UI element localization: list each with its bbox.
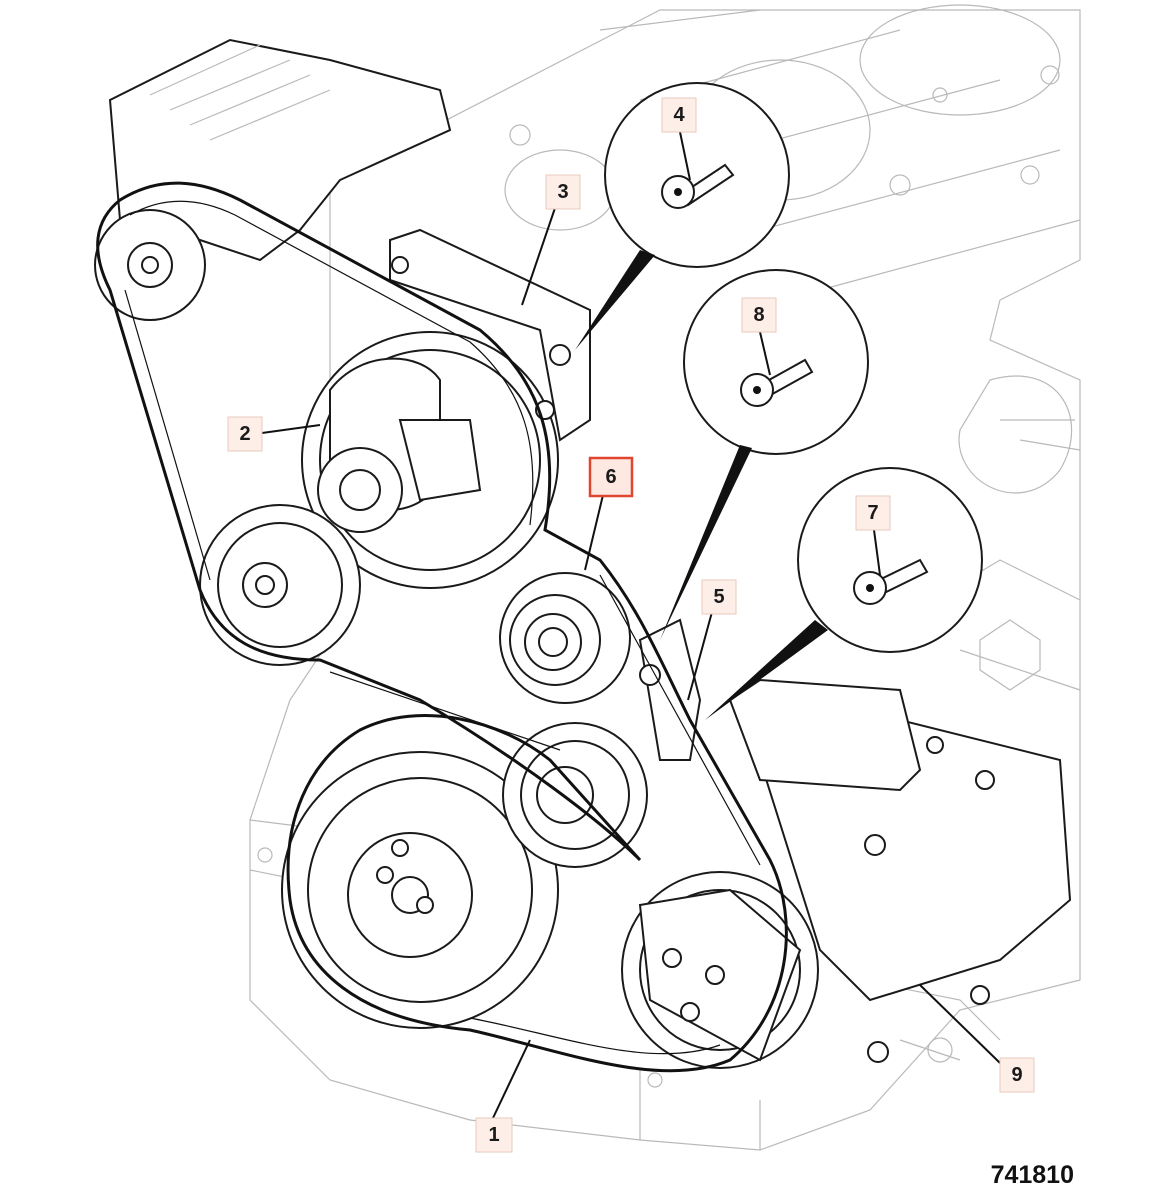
callout-box [701,579,737,615]
callout-box [999,1057,1035,1093]
water-pump-pulley [301,331,559,589]
callout-box-selected [588,456,634,498]
callout-label: 7 [867,502,878,524]
tensioner-pulley [499,572,631,704]
callout-5[interactable]: 5 [701,579,737,615]
leader-lines [261,131,1001,1119]
callout-4[interactable]: 4 [661,97,697,133]
engine-block-background [249,4,1081,1151]
callout-label: 8 [753,304,764,326]
callout-2[interactable]: 2 [227,416,263,452]
callout-6[interactable]: 6 [588,456,634,498]
left-pulley [199,504,361,666]
callout-label: 9 [1011,1064,1022,1086]
callout-7[interactable]: 7 [855,495,891,531]
callout-box [475,1117,513,1153]
callout-box [227,416,263,452]
crankshaft-pulley [281,751,559,1029]
callout-box [741,297,777,333]
bolt-icon [661,163,735,209]
callout-1[interactable]: 1 [475,1117,513,1153]
callout-label: 4 [673,104,685,126]
callout-3[interactable]: 3 [545,174,581,210]
callout-label: 5 [713,586,724,608]
bolt-icon [740,358,814,407]
detail-circle-bolt-8 [660,269,869,640]
detail-circle-bolt-7 [705,467,983,720]
callout-label: 1 [488,1124,499,1146]
bolt-icon [853,558,929,605]
tensioner-bracket [389,228,702,761]
alternator [94,38,452,321]
callout-9[interactable]: 9 [999,1057,1035,1093]
mid-idler-pulley [502,722,648,868]
callout-box [855,495,891,531]
callout-label: 3 [557,181,568,203]
callout-box [661,97,697,133]
callout-box [545,174,581,210]
figure-id: 741810 [990,1161,1074,1189]
callout-label: 2 [239,423,250,445]
ac-compressor [621,678,1072,1069]
detail-circle-bolt-4 [575,82,790,350]
drive-belt [96,181,788,1073]
callout-8[interactable]: 8 [741,297,777,333]
callout-label: 6 [605,466,616,488]
